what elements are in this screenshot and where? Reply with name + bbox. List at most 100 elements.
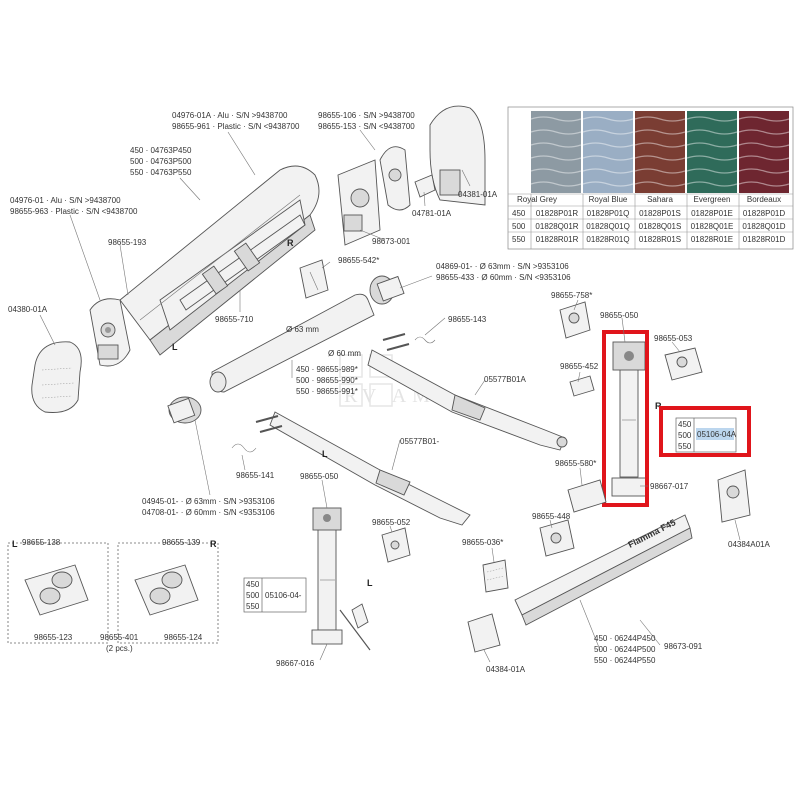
bracket-448 <box>539 519 575 557</box>
detail-box-left <box>7 542 109 644</box>
part-label: 98655-758* <box>551 291 592 300</box>
fabric-stripe <box>530 181 582 187</box>
code-highlight <box>696 428 734 440</box>
arm-pins <box>255 333 410 433</box>
roller-end-plug-right <box>369 275 405 305</box>
part-label: 98673-001 <box>372 237 411 246</box>
fabric-code: 01828P01S <box>639 209 681 218</box>
fabric-col-evergreen: Evergreen <box>694 195 731 204</box>
side-marker-right: R <box>210 539 217 549</box>
leader-lines <box>39 129 741 663</box>
fabric-stripe <box>634 155 686 161</box>
fabric-stripe <box>738 142 790 148</box>
part-label: 04380-01A <box>8 305 48 314</box>
arm-left <box>269 411 471 526</box>
side-marker-left: L <box>322 449 328 459</box>
part-label: 98655-036* <box>462 538 503 547</box>
fabric-stripe <box>738 155 790 161</box>
part-label: 04384A01A <box>728 540 770 549</box>
size-table-left: 450 500 550 05106-04- <box>243 577 307 613</box>
fabric-col-sahara: Sahara <box>647 195 673 204</box>
fabric-code: 01828Q01R <box>535 222 578 231</box>
fabric-stripe <box>738 168 790 174</box>
fabric-swatch <box>739 111 789 193</box>
part-label: 98655-123 <box>34 633 73 642</box>
size-cell: 450 <box>246 580 260 589</box>
side-marker-left: L <box>172 342 178 352</box>
highlight-box-code <box>659 406 751 457</box>
fabric-stripe <box>634 181 686 187</box>
part-label: 98655-141 <box>236 471 275 480</box>
part-label: 500 · 98655-990* <box>296 376 358 385</box>
fabric-code: 01828P01R <box>536 209 578 218</box>
fabric-stripe <box>582 155 634 161</box>
fabric-code: 01828P01Q <box>587 209 630 218</box>
fabric-stripe <box>738 181 790 187</box>
part-label: Ø 63 mm <box>286 325 319 334</box>
fabric-code: 01828R01D <box>743 235 786 244</box>
side-marker-left: L <box>367 578 373 588</box>
fabric-stripe <box>582 168 634 174</box>
fabric-stripe <box>634 168 686 174</box>
part-label: 98655-052 <box>372 518 411 527</box>
part-label: 04976-01A · Alu · S/N >9438700 <box>172 111 288 120</box>
bracket-053 <box>664 347 703 381</box>
part-label: 05577B01A <box>484 375 526 384</box>
fabric-table: Royal Grey Royal Blue Sahara Evergreen B… <box>507 106 794 250</box>
end-cover-right <box>429 105 486 206</box>
fabric-stripe <box>634 142 686 148</box>
side-marker-left: L <box>12 539 18 549</box>
part-label: 98655-961 · Plastic · S/N <9438700 <box>172 122 300 131</box>
part-label: 450 · 06244P450 <box>594 634 656 643</box>
roller-tube <box>209 293 375 393</box>
fabric-stripe <box>530 116 582 122</box>
detail-box-right <box>117 542 219 644</box>
part-label: 04781-01A <box>412 209 452 218</box>
fabric-size: 450 <box>512 209 526 218</box>
fabric-stripe <box>634 116 686 122</box>
end-cap-right-assembly <box>337 159 381 246</box>
fabric-code: 01828R01R <box>536 235 579 244</box>
part-label: 550 · 04763P550 <box>130 168 192 177</box>
part-label: 98655-050 <box>600 311 639 320</box>
part-label: 04708-01- · Ø 60mm · S/N <9353106 <box>142 508 275 517</box>
small-bracket-a <box>414 174 436 198</box>
fabric-stripe <box>686 129 738 135</box>
leg-code: 05106-04A <box>697 430 737 439</box>
part-label: 98673-091 <box>664 642 703 651</box>
part-label: 05577B01- <box>400 437 439 446</box>
part-label: 550 · 06244P550 <box>594 656 656 665</box>
part-label: 04869-01- · Ø 63mm · S/N >9353106 <box>436 262 569 271</box>
leg-bracket-left <box>381 527 411 563</box>
side-marker-right: R <box>655 401 662 411</box>
part-label: 98655-143 <box>448 315 487 324</box>
fabric-stripe <box>738 129 790 135</box>
fabric-stripe <box>686 142 738 148</box>
part-label: 04381-01A <box>458 190 498 199</box>
fabric-code: 01828Q01S <box>639 222 682 231</box>
part-label: 450 · 98655-989* <box>296 365 358 374</box>
part-label: 98655-452 <box>560 362 599 371</box>
size-cell: 550 <box>678 442 692 451</box>
part-label: 98655-542* <box>338 256 379 265</box>
fabric-stripe <box>686 181 738 187</box>
fabric-stripe <box>530 129 582 135</box>
fabric-swatch <box>583 111 633 193</box>
spring-clip <box>231 336 436 453</box>
part-label: 98667-016 <box>276 659 315 668</box>
watermark-text: RV AM <box>344 385 436 407</box>
size-cell: 500 <box>246 591 260 600</box>
bracket-758 <box>559 301 591 339</box>
fabric-stripe <box>634 129 686 135</box>
fabric-col-royal-grey: Royal Grey <box>517 195 557 204</box>
fabric-swatch <box>687 111 737 193</box>
fabric-code: 01828Q01Q <box>586 222 630 231</box>
part-label: 98655-138 <box>22 538 61 547</box>
housing-insert-rail <box>179 214 306 311</box>
clip-036 <box>482 559 509 593</box>
part-label: 98655-710 <box>215 315 254 324</box>
part-label: 98667-017 <box>650 482 689 491</box>
fabric-col-bordeaux: Bordeaux <box>747 195 781 204</box>
part-label: 04384-01A <box>486 665 526 674</box>
